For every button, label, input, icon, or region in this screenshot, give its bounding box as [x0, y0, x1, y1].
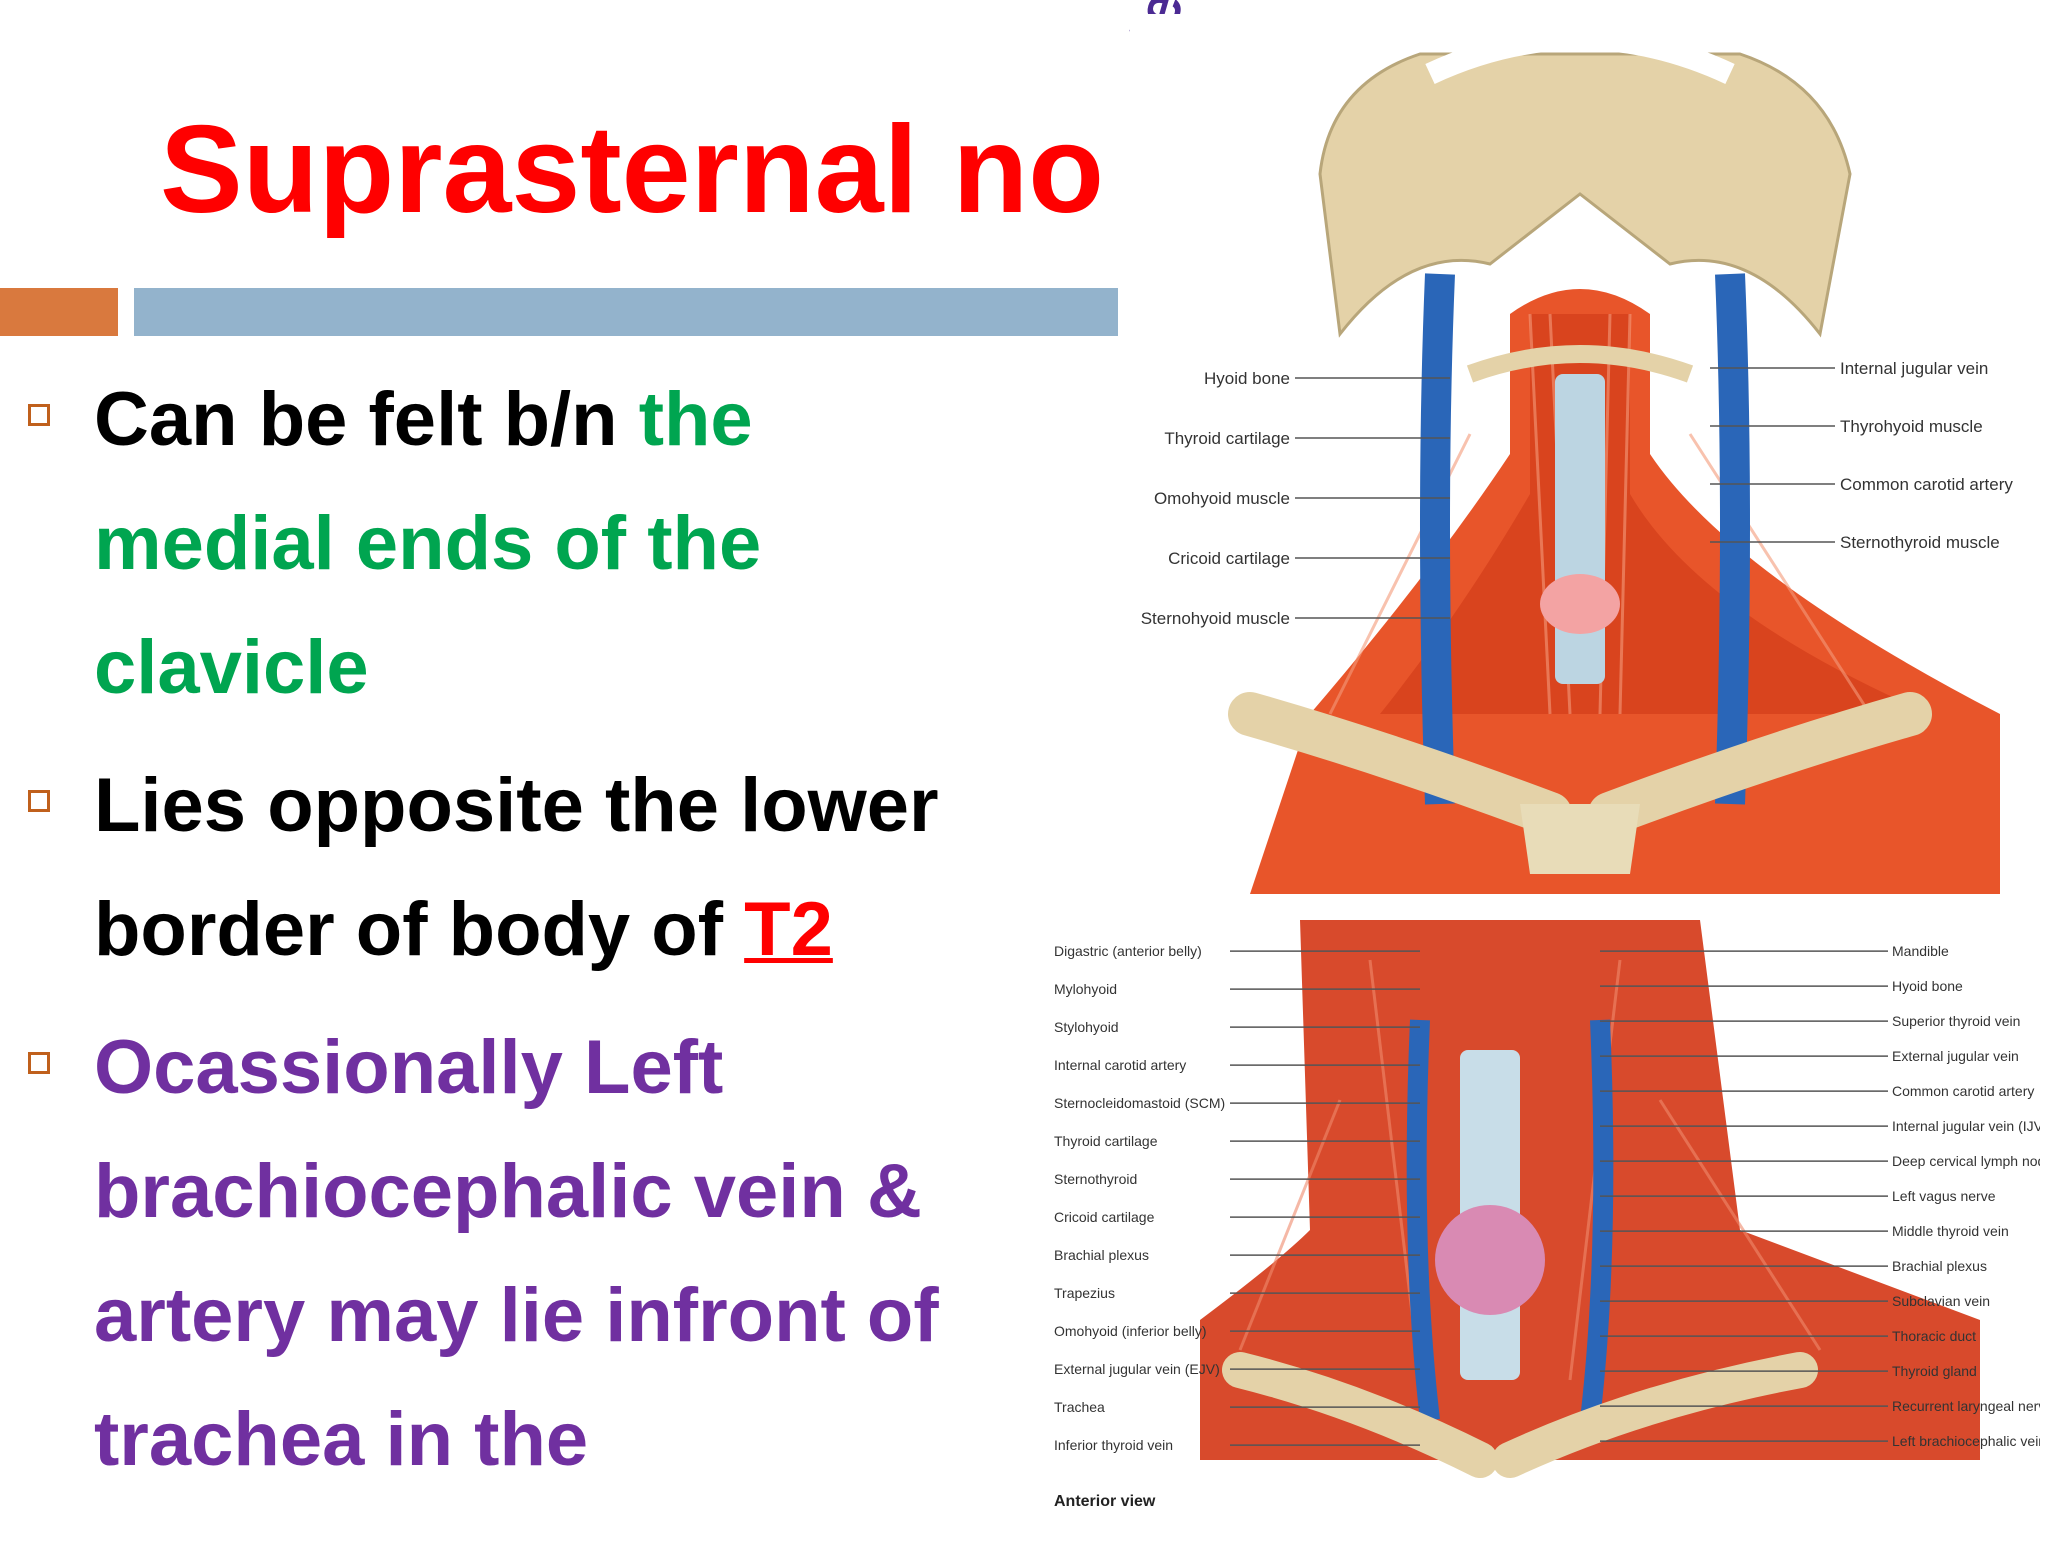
anatomy-label: Mylohyoid	[1054, 981, 1117, 997]
bullet-1: Can be felt b/n the medial ends of the c…	[0, 358, 1000, 730]
bullet-2-highlight: T2	[744, 887, 833, 972]
anatomy-label: Left brachiocephalic vein	[1892, 1433, 2040, 1449]
anatomy-label: Sternothyroid	[1054, 1171, 1137, 1187]
anterior-neck-illustration: Digastric (anterior belly) MylohyoidStylo…	[1054, 920, 2048, 1510]
anatomy-label: Recurrent laryngeal nerve	[1892, 1398, 2040, 1414]
anatomy-label: Brachial plexus	[1892, 1258, 1987, 1274]
anatomy-label: Omohyoid (inferior belly)	[1054, 1323, 1207, 1339]
bullet-2: Lies opposite the lower border of body o…	[0, 744, 1000, 992]
anatomy-label: Internal jugular vein (IJV)	[1892, 1118, 2040, 1134]
anatomy-label: Left vagus nerve	[1892, 1188, 1996, 1204]
anatomy-label: Thyroid cartilage	[1164, 429, 1290, 448]
anatomy-label: Inferior thyroid vein	[1054, 1437, 1173, 1453]
anatomy-label: Middle thyroid vein	[1892, 1223, 2009, 1239]
anatomy-label: External jugular vein	[1892, 1048, 2019, 1064]
anatomy-label: Sternohyoid muscle	[1141, 609, 1290, 628]
bullet-1-text: Can be felt b/n	[94, 377, 639, 462]
anatomy-label: Sternocleidomastoid (SCM)	[1054, 1095, 1225, 1111]
checkbox-bullet-icon	[28, 790, 50, 812]
anatomy-label: Sternothyroid muscle	[1840, 533, 2000, 552]
anatomy-label: Hyoid bone	[1892, 978, 1963, 994]
bullet-1-highlight: the medial ends of the clavicle	[94, 377, 762, 710]
anatomy-label: External jugular vein (EJV)	[1054, 1361, 1220, 1377]
anatomy-label: Internal carotid artery	[1054, 1057, 1186, 1073]
anatomy-label: Superior thyroid vein	[1892, 1013, 2020, 1029]
accent-bar-blue	[134, 288, 1118, 336]
figure-caption: Anterior view	[1054, 1493, 1156, 1510]
anatomy-label: Trachea	[1054, 1399, 1105, 1415]
anatomy-label: Thyroid cartilage	[1054, 1133, 1158, 1149]
anatomy-label: Common carotid artery	[1840, 475, 2013, 494]
anatomy-label: Thyroid gland	[1892, 1363, 1977, 1379]
anatomy-label: Hyoid bone	[1204, 369, 1290, 388]
anatomy-label: Internal jugular vein	[1840, 359, 1988, 378]
checkbox-bullet-icon	[28, 1052, 50, 1074]
anatomy-label: Deep cervical lymph node	[1892, 1153, 2040, 1169]
slide-title: Suprasternal no	[160, 101, 1104, 239]
checkbox-bullet-icon	[28, 404, 50, 426]
anatomy-label: Common carotid artery	[1892, 1083, 2034, 1099]
anatomy-label: Digastric (anterior belly)	[1054, 943, 1202, 959]
anatomy-label: Trapezius	[1054, 1285, 1115, 1301]
anatomy-label: Stylohyoid	[1054, 1019, 1119, 1035]
bullet-2-text: Lies opposite the lower border of body o…	[94, 763, 939, 972]
anatomy-label: Cricoid cartilage	[1054, 1209, 1155, 1225]
accent-bar-orange	[0, 288, 118, 336]
anatomy-label: Cricoid cartilage	[1168, 549, 1290, 568]
bullet-list: Can be felt b/n the medial ends of the c…	[0, 358, 1000, 1502]
bullet-3: Ocassionally Left brachiocephalic vein &…	[0, 1006, 1000, 1502]
anatomy-label: Mandible	[1892, 943, 1949, 959]
bullet-3-text: Ocassionally Left brachiocephalic vein &…	[94, 1025, 939, 1482]
anatomy-label: Thoracic duct	[1892, 1328, 1976, 1344]
anatomy-label: Subclavian vein	[1892, 1293, 1990, 1309]
anatomy-label: Thyrohyoid muscle	[1840, 417, 1983, 436]
anatomy-label: Omohyoid muscle	[1154, 489, 1290, 508]
anatomy-label: Brachial plexus	[1054, 1247, 1149, 1263]
